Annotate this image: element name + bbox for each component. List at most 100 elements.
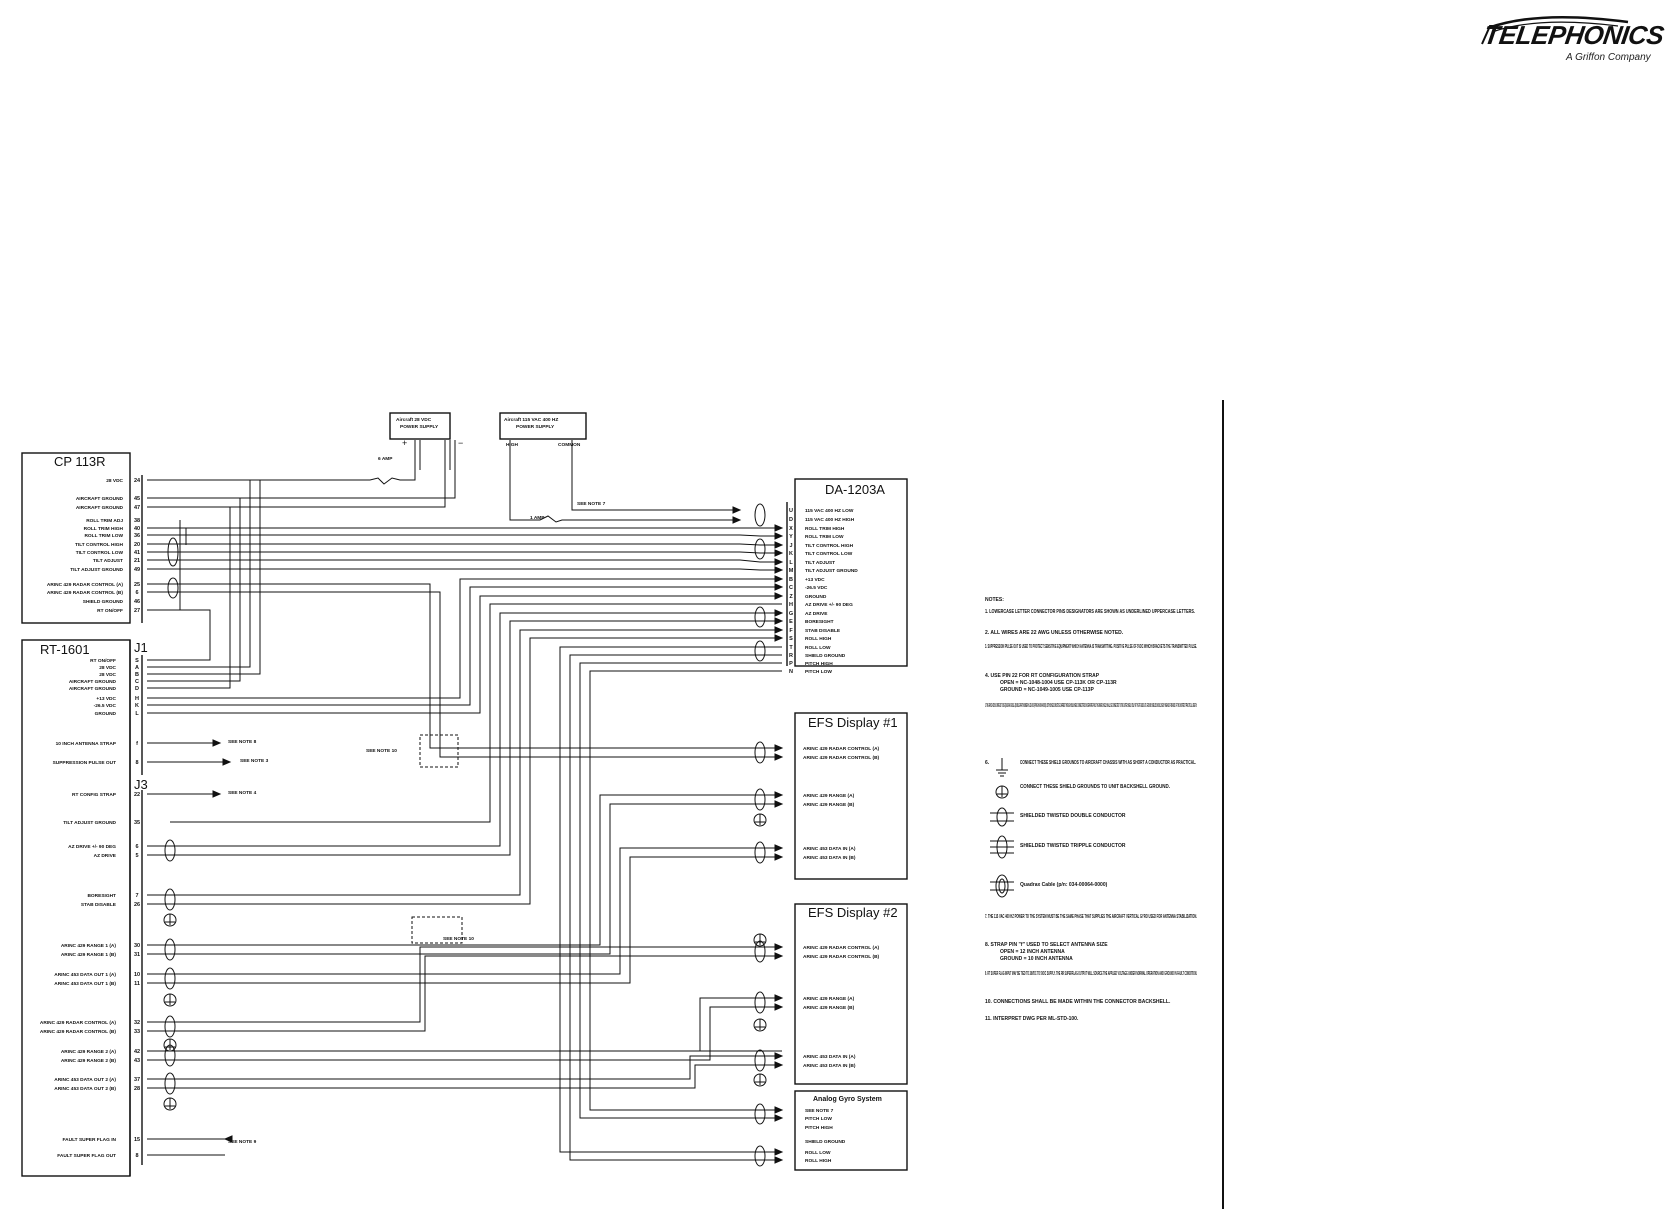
arrow-icon <box>212 739 222 747</box>
efs1-pin-labels: ARINC 429 RADAR CONTROL (A) ARINC 429 RAD… <box>803 746 880 861</box>
note-8a: OPEN = 12 INCH ANTENNA <box>1000 949 1065 955</box>
da-title: DA-1203A <box>825 482 885 497</box>
cp-pin-label: SHIELD GROUND <box>83 599 124 605</box>
j3-pin-pin: 8 <box>135 1153 138 1159</box>
da-pin-label: 115 VAC 400 HZ HIGH <box>805 517 855 523</box>
efs2-pin-label: ARINC 453 DATA IN (A) <box>803 1054 856 1060</box>
junction-box-note10a <box>419 734 459 768</box>
dc-plus: + <box>402 438 407 448</box>
arrow-icon <box>774 558 784 566</box>
wire-data1-b <box>147 856 782 984</box>
j1-pin-pin: C <box>135 679 139 685</box>
j3-pin-label: ARINC 429 RANGE 1 (A) <box>61 943 117 949</box>
arrow-icon <box>774 626 784 634</box>
fuse-dc-label: 6 AMP <box>378 456 393 462</box>
da-pin-pin: S <box>789 636 793 642</box>
shielded-triple-icon <box>990 835 1014 859</box>
j1-pin-label: 10 INCH ANTENNA STRAP <box>56 741 117 747</box>
arrow-icon <box>774 753 784 761</box>
wire-j1-28vdc-a <box>147 480 251 668</box>
backshell-ground-icon <box>163 1038 177 1052</box>
shield-icon <box>754 503 766 527</box>
wire-j3-da <box>147 620 782 856</box>
j3-pin-label: FAULT SUPER FLAG IN <box>63 1137 117 1143</box>
da-pin-pin: N <box>789 669 793 675</box>
da-pin-pin: Z <box>789 594 793 600</box>
efs2-pin-label: ARINC 429 RANGE (A) <box>803 996 855 1002</box>
arrow-icon <box>732 506 742 514</box>
analog-gyro-box <box>794 1090 908 1171</box>
j1-pin-label: RT ON/OFF <box>90 658 116 664</box>
shield-icon <box>754 640 766 662</box>
da-pin-label: TILT ADJUST <box>805 560 835 566</box>
j3-pin-label: ARINC 453 DATA OUT 1 (A) <box>54 972 116 978</box>
wire-cp-da <box>147 543 782 546</box>
arrow-icon <box>774 943 784 951</box>
backshell-ground-icon <box>163 1097 177 1111</box>
j1-pin-pin: A <box>135 665 139 671</box>
arrow-icon <box>774 575 784 583</box>
da-pin-pin: T <box>789 645 793 651</box>
da-pin-pin: X <box>789 526 793 532</box>
callout-note-10b: SEE NOTE 10 <box>443 936 474 942</box>
j3-pin-pin: 37 <box>134 1077 140 1083</box>
cp-title: CP 113R <box>54 454 106 469</box>
efs2-pin-label: ARINC 429 RADAR CONTROL (B) <box>803 954 880 960</box>
efs1-pin-label: ARINC 429 RADAR CONTROL (A) <box>803 746 880 752</box>
cp-pin-label: ROLL TRIM LOW <box>84 533 123 539</box>
cp-pin-label: AIRCRAFT GROUND <box>76 505 124 511</box>
gyro-pin-label: SHIELD GROUND <box>805 1139 846 1145</box>
j1-pin-pin: L <box>135 711 139 717</box>
cp-113r-box <box>21 452 131 624</box>
j3-pin-label: ARINC 453 DATA OUT 2 (B) <box>54 1086 116 1092</box>
wire-gyro <box>589 670 782 1111</box>
dc-minus: − <box>458 438 463 448</box>
efs1-pin-label: ARINC 429 RANGE (A) <box>803 793 855 799</box>
note-6a: CONNECT THESE SHIELD GROUNDS TO AIRCRAFT… <box>1020 760 1196 766</box>
arrow-icon <box>212 790 222 798</box>
da-pin-label: PITCH LOW <box>805 669 832 675</box>
wire-j3-da <box>147 612 782 847</box>
cp-pin-label: ARINC 429 RADAR CONTROL (B) <box>47 590 124 596</box>
j3-pin-label: FAULT SUPER FLAG OUT <box>57 1153 116 1159</box>
j1-pin-label: +13 VDC <box>96 696 116 702</box>
cp-pin-pin: 40 <box>134 526 140 532</box>
arrow-icon <box>774 524 784 532</box>
j3-pin-label: TILT ADJUST GROUND <box>63 820 116 826</box>
da-pin-pin: H <box>789 602 793 608</box>
j1-pin-label: SUPPRESSION PULSE OUT <box>53 760 117 766</box>
wire-ground-45 <box>147 440 456 499</box>
rt-title: RT-1601 <box>40 642 90 657</box>
da-pin-pin: K <box>789 551 793 557</box>
ac-supply-sub: POWER SUPPLY <box>516 424 555 430</box>
j1-pin-pin: H <box>135 696 139 702</box>
gyro-pin-label: ROLL HIGH <box>805 1158 832 1164</box>
shield-icon <box>754 788 766 811</box>
wire-j1-gnd-d <box>147 507 231 689</box>
wire-tilt-adj-gnd <box>170 603 782 823</box>
j1-pin-pin: 8 <box>135 760 138 766</box>
shield-icon <box>164 1015 176 1038</box>
arrow-icon <box>774 541 784 549</box>
wire-j1-28vdc-b <box>147 480 261 675</box>
shield-icon <box>164 888 176 911</box>
j3-pin-label: AZ DRIVE +/- 90 DEG <box>68 844 116 850</box>
j1-pin-pin: S <box>135 658 139 664</box>
backshell-ground-icon <box>163 913 177 927</box>
efs-display-1-box <box>794 712 908 880</box>
da-pin-pin: D <box>789 517 793 523</box>
arrow-icon <box>732 516 742 524</box>
telephonics-logo: TELEPHONICS A Griffon Company <box>1478 14 1668 72</box>
j3-pin-pin: 28 <box>134 1086 140 1092</box>
j3-pin-pin: 15 <box>134 1137 140 1143</box>
cp-pin-pin: 49 <box>134 567 140 573</box>
gyro-pin-label: ROLL LOW <box>805 1150 831 1156</box>
efs1-pin-label: ARINC 429 RADAR CONTROL (B) <box>803 755 880 761</box>
j3-pin-label: ARINC 453 DATA OUT 1 (B) <box>54 981 116 987</box>
j1-pin-pin: D <box>135 686 139 692</box>
cp-pin-label: ARINC 429 RADAR CONTROL (A) <box>47 582 124 588</box>
arrow-icon <box>222 758 232 766</box>
wire-data2-b <box>147 1064 782 1089</box>
